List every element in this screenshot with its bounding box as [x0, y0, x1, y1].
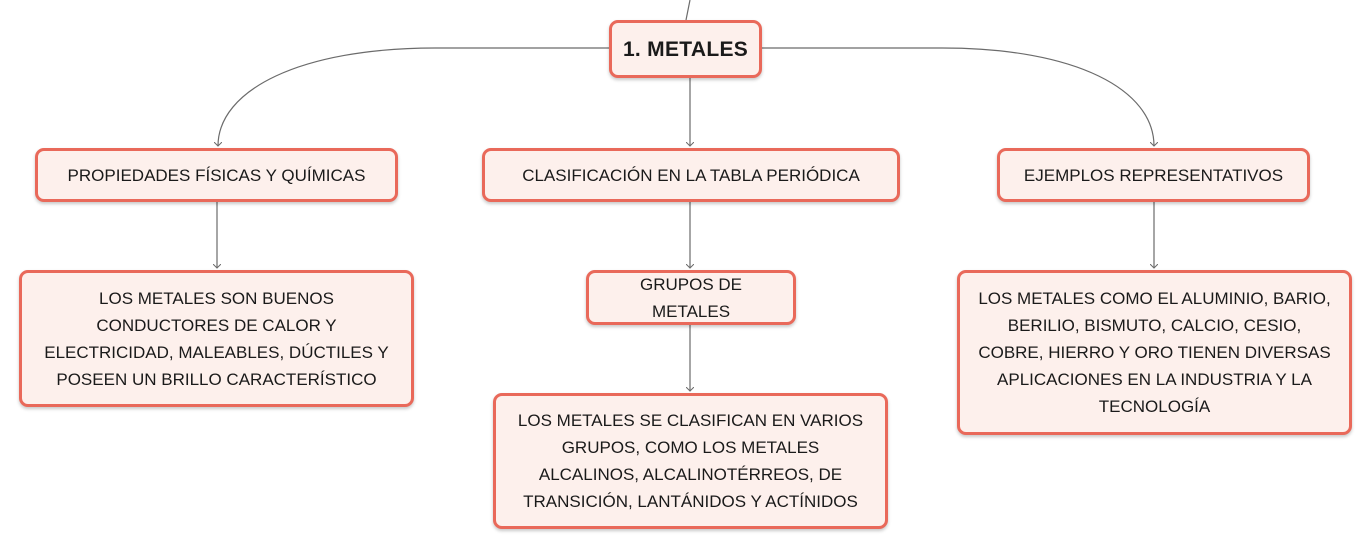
connector-root-to-properties [218, 47, 609, 146]
branch-node-examples[interactable]: EJEMPLOS REPRESENTATIVOS [997, 148, 1310, 202]
branch-node-properties[interactable]: PROPIEDADES FÍSICAS Y QUÍMICAS [35, 148, 398, 202]
branch-node-classification[interactable]: CLASIFICACIÓN EN LA TABLA PERIÓDICA [482, 148, 900, 202]
examples-description-node[interactable]: LOS METALES COMO EL ALUMINIO, BARIO, BER… [957, 270, 1352, 435]
connector-root-to-examples [762, 47, 1154, 146]
connector-parent-to-root [685, 0, 691, 21]
groups-description-node[interactable]: LOS METALES SE CLASIFICAN EN VARIOS GRUP… [493, 393, 888, 529]
properties-description-node[interactable]: LOS METALES SON BUENOS CONDUCTORES DE CA… [19, 270, 414, 407]
root-node[interactable]: 1. METALES [609, 20, 762, 78]
groups-node[interactable]: GRUPOS DE METALES [586, 270, 796, 325]
